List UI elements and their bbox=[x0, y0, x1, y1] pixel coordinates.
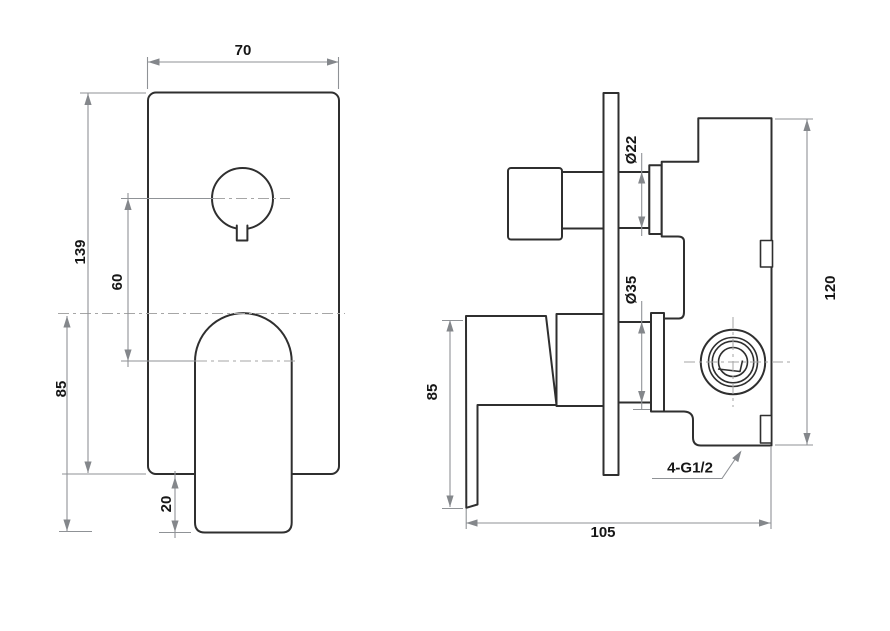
dim-label-handle-length-front: 85 bbox=[53, 381, 70, 398]
handle-front-outline bbox=[194, 312, 293, 534]
dim-handle-length-side: 85 bbox=[424, 319, 463, 510]
rear-port-boss-top bbox=[759, 239, 774, 268]
knob-stem-side bbox=[561, 171, 605, 230]
dim-cartridge-diameter: Ø35 bbox=[623, 276, 650, 411]
arrowhead bbox=[759, 519, 771, 527]
dim-label-knob-offset: 60 bbox=[109, 274, 126, 291]
knob-side bbox=[507, 167, 563, 241]
arrowhead bbox=[84, 461, 92, 473]
knob-stub-tube bbox=[617, 171, 651, 229]
arrowhead bbox=[803, 433, 811, 445]
dim-label-body-height: 120 bbox=[822, 275, 839, 300]
knob-stub-flange bbox=[648, 164, 663, 235]
arrowhead bbox=[327, 58, 339, 66]
dim-plate-height: 139 bbox=[62, 92, 146, 475]
dim-body-height: 120 bbox=[775, 118, 839, 446]
arrowhead bbox=[171, 520, 179, 532]
knob-tab bbox=[235, 224, 249, 242]
arrowhead bbox=[63, 316, 71, 328]
arrowhead bbox=[124, 198, 132, 210]
arrowhead bbox=[803, 119, 811, 131]
valve-body-outline bbox=[660, 117, 773, 447]
dim-label-handle-below-plate: 20 bbox=[158, 496, 175, 513]
leader-line bbox=[652, 451, 741, 480]
rear-port-boss-bottom bbox=[759, 414, 773, 444]
cartridge-stub-tube bbox=[617, 321, 652, 404]
side-view: Ø22 Ø35 120 85 bbox=[424, 92, 839, 541]
dim-label-handle-length-side: 85 bbox=[424, 384, 441, 401]
arrowhead bbox=[446, 320, 454, 332]
handle-adapter-side bbox=[555, 313, 605, 407]
dim-plate-width: 70 bbox=[146, 42, 340, 89]
dim-handle-length-front: 85 bbox=[53, 316, 92, 533]
dim-handle-below-plate: 20 bbox=[158, 471, 191, 538]
dim-overall-depth: 105 bbox=[465, 447, 772, 541]
arrowhead bbox=[148, 58, 160, 66]
arrowhead bbox=[466, 519, 478, 527]
dim-label-cartridge-diameter: Ø35 bbox=[623, 276, 640, 304]
handle-lever-side bbox=[465, 315, 558, 509]
faceplate-edge bbox=[602, 92, 620, 476]
arrowhead bbox=[84, 93, 92, 105]
dim-label-plate-height: 139 bbox=[72, 239, 89, 264]
thread-callout-label: 4-G1/2 bbox=[667, 460, 713, 477]
thread-callout: 4-G1/2 bbox=[652, 448, 745, 480]
arrowhead bbox=[124, 349, 132, 361]
arrowhead bbox=[63, 519, 71, 531]
dim-knob-offset: 60 bbox=[109, 193, 214, 367]
dim-label-overall-depth: 105 bbox=[590, 524, 615, 541]
knob-tab-mask bbox=[236, 225, 248, 241]
arrowhead bbox=[171, 477, 179, 489]
front-view: 70 139 85 60 bbox=[53, 42, 345, 538]
cartridge-stub-flange bbox=[650, 312, 665, 413]
dim-knob-stub-diameter: Ø22 bbox=[623, 136, 646, 236]
spindle-keyway bbox=[717, 360, 744, 373]
arrowhead bbox=[446, 495, 454, 507]
dim-label-plate-width: 70 bbox=[235, 42, 252, 59]
dim-label-knob-stub-diameter: Ø22 bbox=[623, 136, 640, 164]
